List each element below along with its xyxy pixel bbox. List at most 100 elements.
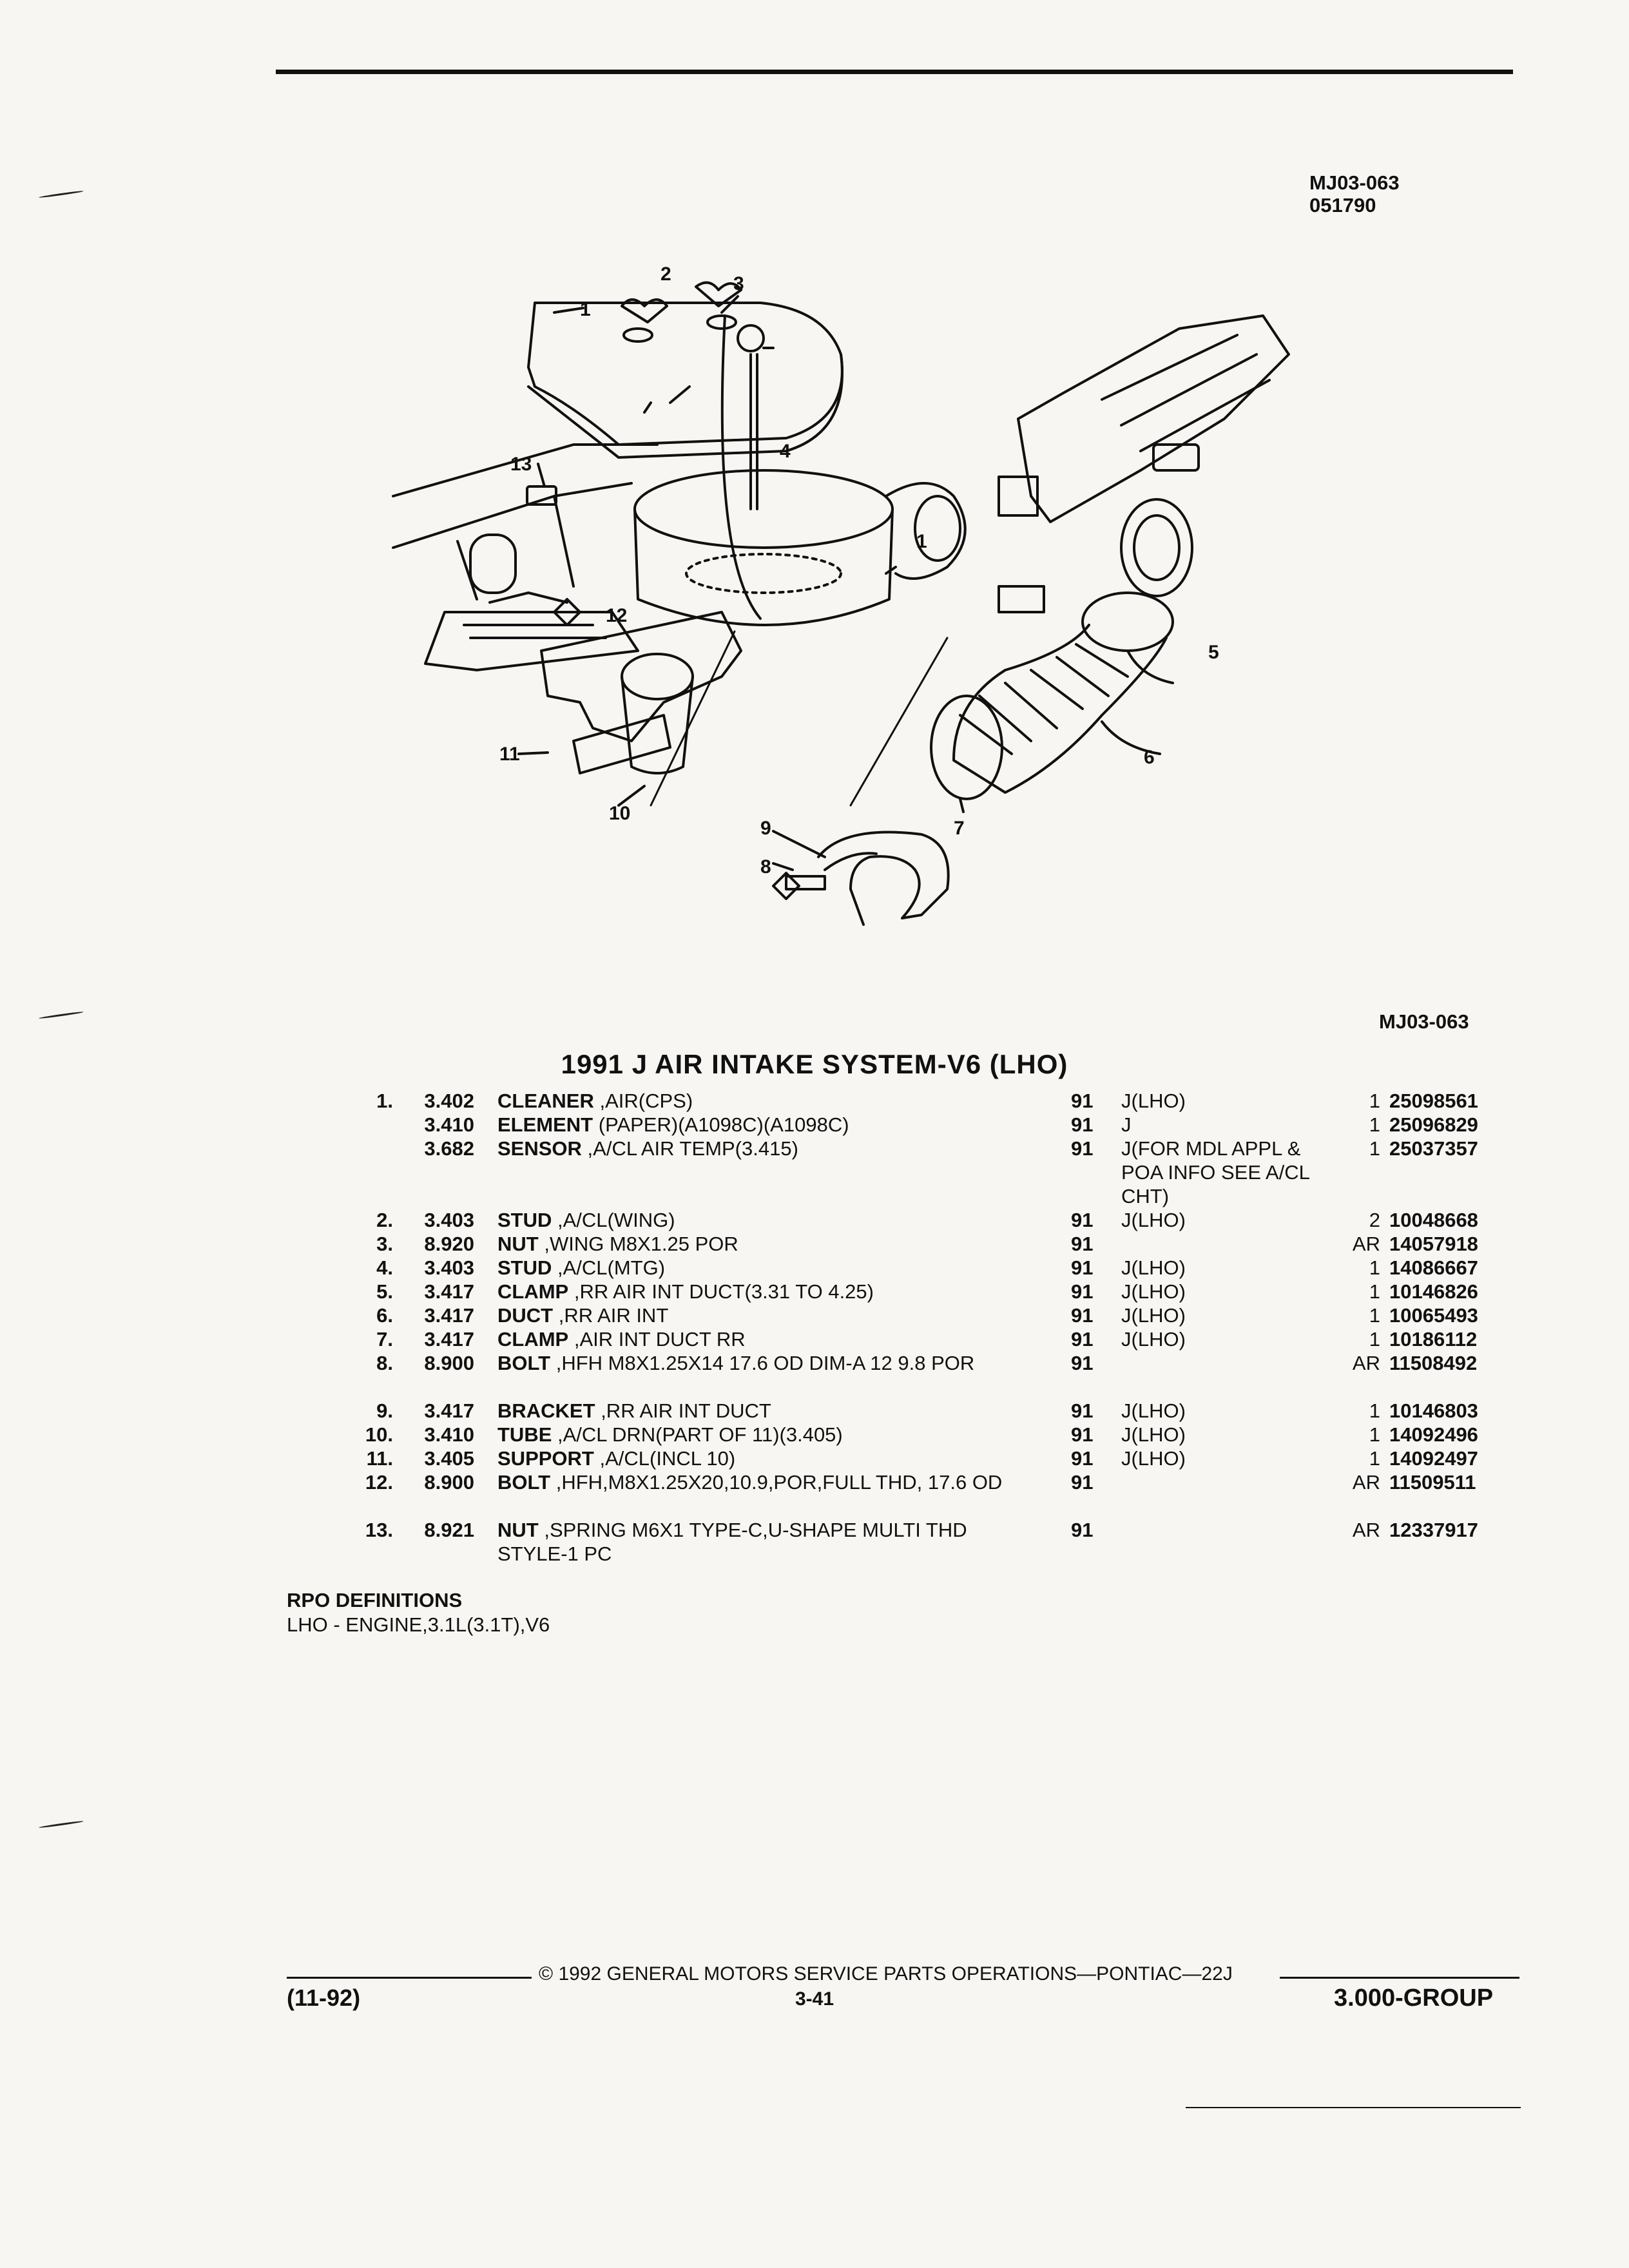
- part-detail: ,A/CL AIR TEMP(3.415): [587, 1137, 798, 1160]
- callout-labels: 1 2 3 1 13 4 12 5 6 11 10 9 8 7: [499, 264, 1219, 878]
- part-name: CLAMP: [497, 1328, 569, 1350]
- model-usage: J(LHO): [1121, 1423, 1186, 1446]
- group-number: 3.402: [424, 1090, 474, 1112]
- part-number: 10065493: [1389, 1304, 1478, 1327]
- model-usage: J: [1121, 1113, 1132, 1136]
- quantity: 1: [1369, 1328, 1380, 1350]
- part-number: 10186112: [1389, 1328, 1478, 1350]
- part-number: 14092497: [1389, 1447, 1478, 1470]
- document-date: 051790: [1309, 194, 1376, 216]
- model-usage: J(LHO): [1121, 1328, 1186, 1350]
- callout-label: 7: [954, 818, 965, 839]
- quantity: 2: [1369, 1209, 1380, 1231]
- model-year: 91: [1071, 1209, 1094, 1231]
- callout-label: 8: [760, 856, 771, 878]
- fender-cylinder: [469, 533, 517, 594]
- part-detail: ,WING M8X1.25 POR: [544, 1233, 738, 1255]
- bottom-rule: [1186, 2107, 1521, 2108]
- part-detail: ,A/CL(WING): [557, 1209, 675, 1231]
- part-name: NUT: [497, 1519, 539, 1541]
- part-description: SENSOR ,A/CL AIR TEMP(3.415): [497, 1137, 1019, 1160]
- model-year: 91: [1071, 1447, 1094, 1470]
- group-number: 8.920: [424, 1233, 474, 1255]
- item-number: 6.: [376, 1304, 393, 1327]
- throttle-body: [1120, 498, 1193, 597]
- part-description: CLAMP ,RR AIR INT DUCT(3.31 TO 4.25): [497, 1280, 1019, 1303]
- model-usage: J(LHO): [1121, 1280, 1186, 1303]
- model-year: 91: [1071, 1090, 1094, 1112]
- part-detail: ,HFH,M8X1.25X20,10.9,POR,FULL THD, 17.6 …: [555, 1471, 1003, 1494]
- part-detail: ,RR AIR INT DUCT: [601, 1399, 771, 1422]
- model-usage: J(LHO): [1121, 1209, 1186, 1231]
- part-description: ELEMENT (PAPER)(A1098C)(A1098C): [497, 1113, 1019, 1137]
- air-cleaner-cover: [527, 302, 843, 446]
- support-bracket: [540, 611, 742, 742]
- group-number: 3.417: [424, 1280, 474, 1303]
- part-number: 11508492: [1389, 1352, 1478, 1374]
- group-number: 3.417: [424, 1304, 474, 1327]
- part-detail: ,A/CL(MTG): [557, 1256, 666, 1279]
- callout-label: 1: [580, 299, 591, 320]
- footer-date: (11-92): [287, 1984, 361, 2011]
- margin-mark: [39, 1011, 84, 1019]
- rpo-heading: RPO DEFINITIONS: [287, 1589, 463, 1611]
- spring-nut: [526, 485, 557, 506]
- footer-page-number: 3-41: [795, 1988, 834, 2010]
- part-name: SENSOR: [497, 1137, 582, 1160]
- margin-mark: [39, 190, 84, 198]
- group-number: 3.405: [424, 1447, 474, 1470]
- callout-label: 2: [660, 264, 671, 285]
- part-name: STUD: [497, 1256, 552, 1279]
- item-number: 8.: [376, 1352, 393, 1374]
- group-number: 3.410: [424, 1113, 474, 1136]
- model-year: 91: [1071, 1137, 1094, 1160]
- callout-label: 5: [1208, 642, 1219, 663]
- group-number: 8.921: [424, 1519, 474, 1541]
- callout-label: 10: [609, 803, 630, 824]
- part-detail: ,A/CL DRN(PART OF 11)(3.405): [557, 1423, 843, 1446]
- part-detail: ,AIR INT DUCT RR: [574, 1328, 746, 1350]
- item-number: 5.: [376, 1280, 393, 1303]
- model-year: 91: [1071, 1352, 1094, 1374]
- callout-label: 6: [1144, 747, 1155, 768]
- part-detail: ,RR AIR INT DUCT(3.31 TO 4.25): [574, 1280, 874, 1303]
- quantity: 1: [1369, 1447, 1380, 1470]
- model-usage: J(LHO): [1121, 1304, 1186, 1327]
- quantity: AR: [1352, 1519, 1380, 1541]
- part-number: 25037357: [1389, 1137, 1478, 1160]
- model-usage: J(LHO): [1121, 1090, 1186, 1112]
- part-number: 25096829: [1389, 1113, 1478, 1136]
- model-year: 91: [1071, 1233, 1094, 1255]
- part-description: TUBE ,A/CL DRN(PART OF 11)(3.405): [497, 1423, 1019, 1446]
- model-year: 91: [1071, 1471, 1094, 1494]
- group-number: 3.682: [424, 1137, 474, 1160]
- model-year: 91: [1071, 1519, 1094, 1541]
- part-number: 14086667: [1389, 1256, 1478, 1279]
- wing-stud: [695, 281, 742, 307]
- model-year: 91: [1071, 1399, 1094, 1422]
- footer-rule-right: [1280, 1977, 1519, 1979]
- air-cleaner-housing: [633, 508, 894, 626]
- part-description: CLEANER ,AIR(CPS): [497, 1089, 1019, 1113]
- item-number: 10.: [365, 1423, 393, 1446]
- table-row: 5. 3.417 CLAMP ,RR AIR INT DUCT(3.31 TO 4.…: [0, 1280, 1629, 1303]
- fender-panel: [392, 443, 659, 601]
- part-description: NUT ,SPRING M6X1 TYPE-C,U-SHAPE MULTI TH…: [497, 1518, 1019, 1566]
- air-cleaner-housing-top: [633, 469, 894, 549]
- group-number: 3.403: [424, 1256, 474, 1279]
- callout-label: 1: [916, 531, 927, 552]
- part-name: SUPPORT: [497, 1447, 594, 1470]
- quantity: 1: [1369, 1304, 1380, 1327]
- filter-element: [685, 553, 842, 594]
- part-name: TUBE: [497, 1423, 552, 1446]
- part-number: 14092496: [1389, 1423, 1478, 1446]
- item-number: 9.: [376, 1399, 393, 1422]
- clamp-rear: [1081, 591, 1174, 652]
